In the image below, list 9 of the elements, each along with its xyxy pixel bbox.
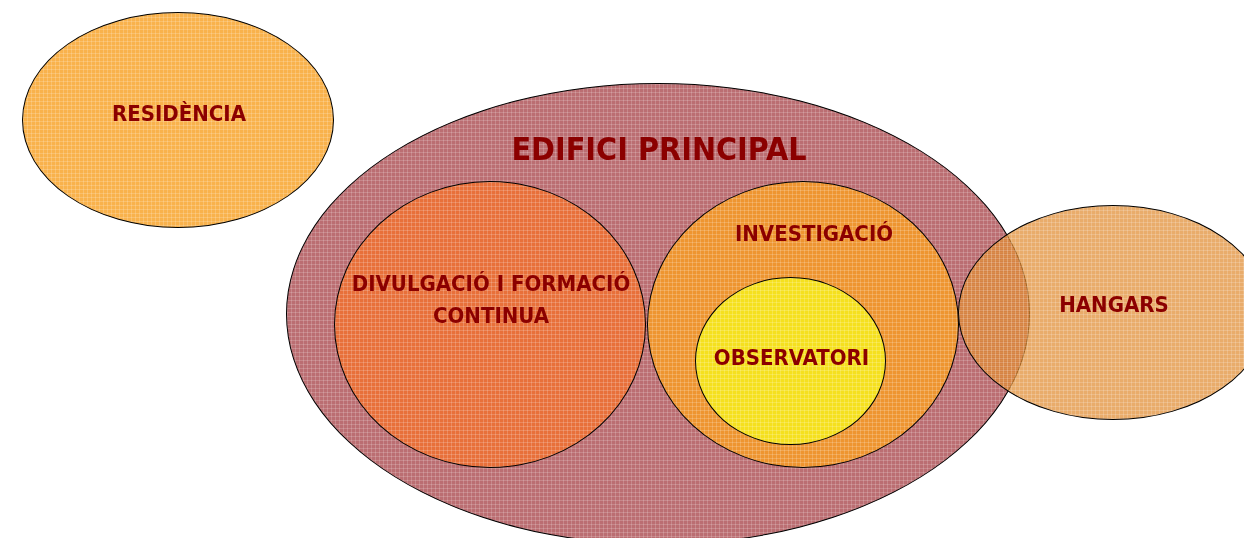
ellipse-label: EDIFICI PRINCIPAL xyxy=(510,129,808,170)
ellipse-label: RESIDÈNCIA xyxy=(110,100,248,128)
outreach-ellipse xyxy=(334,181,646,468)
ellipse-label: HANGARS xyxy=(1058,291,1170,319)
ellipse-label: OBSERVATORI xyxy=(712,344,871,372)
research-ellipse xyxy=(647,181,959,468)
ellipse-label: DIVULGACIÓ I FORMACIÓ CONTINUA xyxy=(350,270,632,330)
observatory-ellipse xyxy=(695,277,886,445)
ellipse-label: INVESTIGACIÓ xyxy=(733,220,895,248)
